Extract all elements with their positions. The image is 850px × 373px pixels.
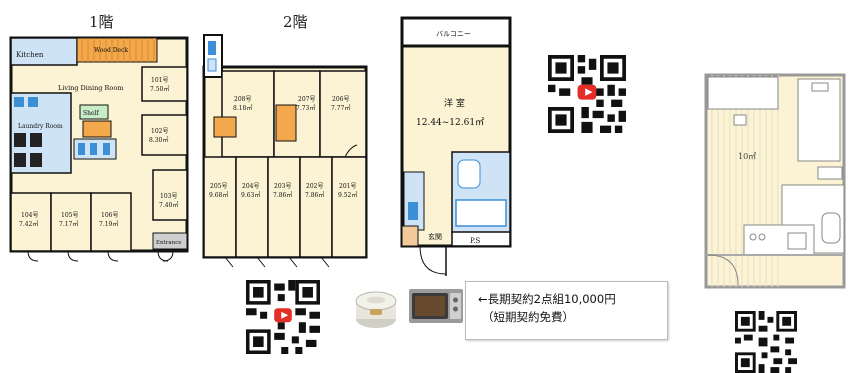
room-202-area: 7.86㎡ (305, 191, 324, 199)
floor2-plan: 208号 8.18㎡ 207号 7.73㎡ 206号 7.77㎡ 205号 9.… (202, 34, 368, 268)
floor2-label: 2階 (283, 13, 308, 31)
floor1-label: 1階 (89, 13, 114, 31)
room-202-name: 202号 (306, 183, 323, 190)
notice-line-2: （短期契約免費） (482, 310, 574, 324)
room-206-area: 7.77㎡ (331, 104, 350, 112)
wood-deck-label: Wood Deck (94, 47, 128, 54)
room-204-name: 204号 (242, 183, 259, 190)
room-208-name: 208号 (234, 96, 251, 103)
room-101-area: 7.50㎡ (150, 85, 169, 93)
room-104-area: 7.42㎡ (19, 220, 38, 228)
living-label: Living Dining Room (58, 84, 123, 92)
room-205-name: 205号 (210, 183, 227, 190)
room-103-name: 103号 (160, 193, 177, 200)
room-plan-area: 10㎡ (738, 152, 756, 161)
ps-label: P.S (470, 237, 481, 245)
rice-cooker-icon (355, 291, 397, 328)
room-103-area: 7.40㎡ (159, 201, 178, 209)
unit-entrance-label: 玄関 (428, 232, 442, 241)
room-201-area: 9.52㎡ (338, 191, 357, 199)
kitchen-label: Kitchen (16, 51, 44, 59)
room-106-area: 7.19㎡ (99, 220, 118, 228)
room-204-area: 9.63㎡ (241, 191, 260, 199)
laundry-label: Laundry Room (18, 123, 63, 130)
room-101-name: 101号 (151, 77, 168, 84)
room-105-area: 7.17㎡ (59, 220, 78, 228)
room-207-name: 207号 (298, 96, 315, 103)
room-207-area: 7.73㎡ (296, 104, 315, 112)
qr-code-icon[interactable] (246, 280, 320, 354)
room-102-area: 8.30㎡ (149, 136, 168, 144)
room-plan: 10㎡ (704, 73, 846, 289)
unit-plan: バルコニー 洋 室 12.44~12.61㎡ 玄関 P.S (400, 16, 512, 276)
room-106-name: 106号 (101, 212, 118, 219)
room-102-name: 102号 (151, 128, 168, 135)
room-203-area: 7.86㎡ (273, 191, 292, 199)
appliance-notice: ←長期契約2点組10,000円 （短期契約免費） (465, 281, 668, 340)
microwave-icon (409, 289, 463, 323)
entrance-label: Entrance (156, 240, 182, 246)
room-203-name: 203号 (274, 183, 291, 190)
notice-line-1: ←長期契約2点組10,000円 (478, 292, 616, 306)
room-105-name: 105号 (61, 212, 78, 219)
unit-area-label: 12.44~12.61㎡ (416, 117, 484, 128)
room-206-name: 206号 (332, 96, 349, 103)
room-201-name: 201号 (339, 183, 356, 190)
room-104-name: 104号 (21, 212, 38, 219)
unit-room-label: 洋 室 (444, 97, 465, 109)
room-208-area: 8.18㎡ (233, 104, 252, 112)
floor1-plan: Kitchen Wood Deck Living Dining Room Lau… (9, 36, 189, 262)
qr-code-icon[interactable] (548, 55, 626, 133)
qr-code-icon[interactable] (735, 311, 797, 373)
room-205-area: 9.68㎡ (209, 191, 228, 199)
shelf-label: Shelf (83, 110, 99, 117)
balcony-label: バルコニー (436, 30, 471, 38)
